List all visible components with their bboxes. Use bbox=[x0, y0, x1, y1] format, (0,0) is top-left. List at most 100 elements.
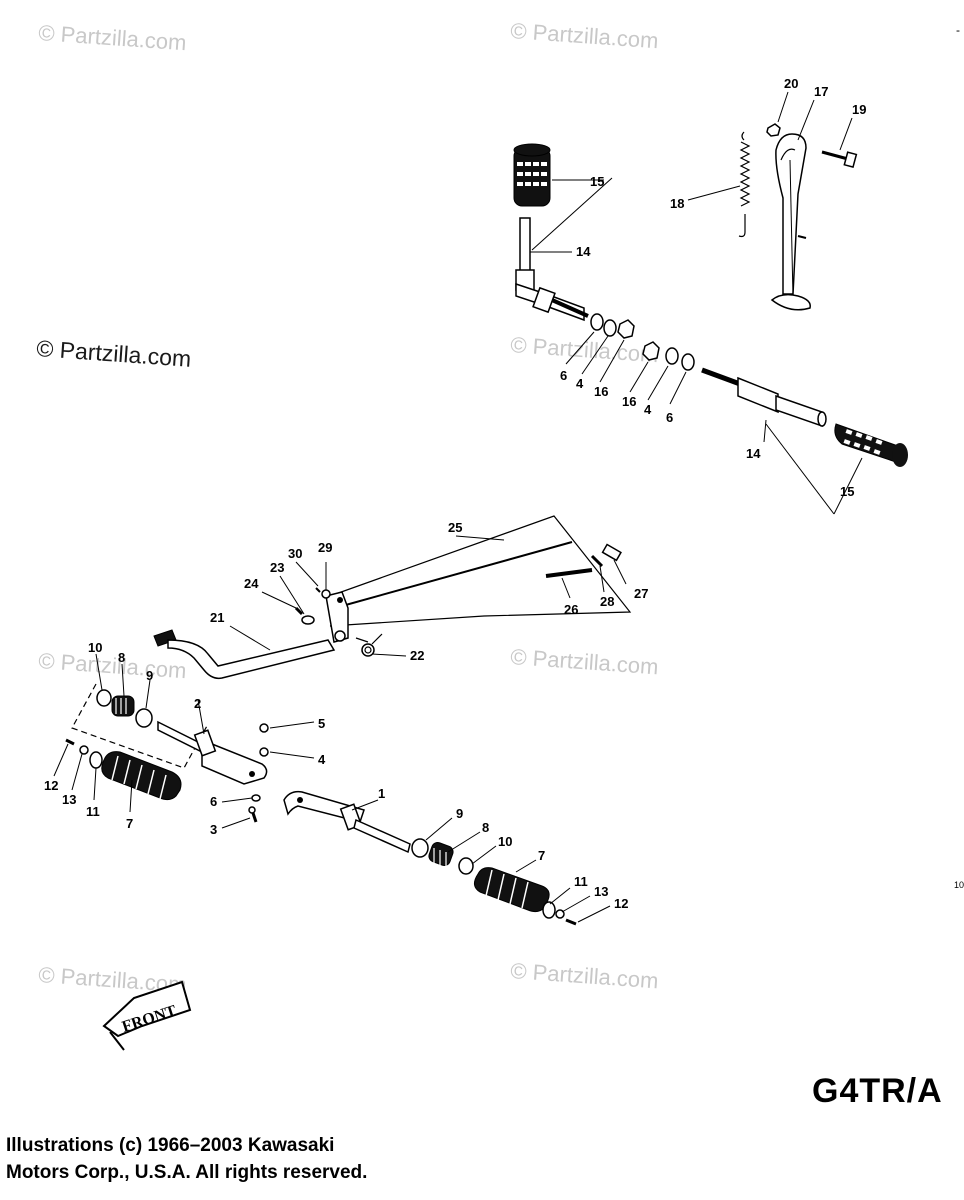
screw-12 bbox=[65, 738, 75, 746]
washer-4 bbox=[603, 319, 617, 337]
callout-6: 6 bbox=[210, 794, 217, 809]
watermark: © Partzilla.com bbox=[510, 644, 660, 679]
copyright-line-1: Illustrations (c) 1966–2003 Kawasaki bbox=[6, 1135, 335, 1156]
watermark: © Partzilla.com bbox=[510, 18, 660, 53]
footpeg-right-assembly bbox=[642, 341, 908, 467]
nut-5 bbox=[259, 723, 269, 733]
callout-15: 15 bbox=[840, 484, 854, 499]
callout-15: 15 bbox=[590, 174, 604, 189]
callout-7: 7 bbox=[126, 816, 133, 831]
callout-9: 9 bbox=[146, 668, 153, 683]
callout-6: 6 bbox=[560, 368, 567, 383]
washer-6 bbox=[681, 353, 695, 371]
washer-4 bbox=[665, 347, 679, 365]
group-outline-25 bbox=[329, 515, 632, 627]
footpeg-rubber-7 bbox=[101, 751, 182, 801]
callout-2: 2 bbox=[194, 696, 201, 711]
callout-28: 28 bbox=[600, 594, 614, 609]
callout-5: 5 bbox=[318, 716, 325, 731]
spring-8 bbox=[111, 695, 135, 717]
joint-27 bbox=[601, 543, 622, 562]
callout-18: 18 bbox=[670, 196, 684, 211]
copyright-notice: Illustrations (c) 1966–2003 Kawasaki Mot… bbox=[6, 1132, 367, 1186]
callout-11: 11 bbox=[574, 874, 588, 889]
brake-pedal-assembly bbox=[153, 515, 632, 680]
return-spring-22 bbox=[355, 633, 383, 657]
callout-25: 25 bbox=[448, 520, 462, 535]
watermark: © Partzilla.com bbox=[38, 20, 188, 55]
pin-30 bbox=[315, 587, 321, 593]
washer-6 bbox=[590, 313, 604, 331]
pin-24 bbox=[294, 606, 304, 616]
side-stand-group bbox=[738, 123, 858, 311]
screw-12 bbox=[565, 918, 577, 926]
model-code: G4TR/A bbox=[812, 1072, 943, 1110]
callout-9: 9 bbox=[456, 806, 463, 821]
callout-10: 10 bbox=[498, 834, 512, 849]
footpeg-rubber-7 bbox=[474, 867, 550, 913]
ring-10 bbox=[458, 857, 474, 875]
watermark: © Partzilla.com bbox=[510, 332, 660, 367]
footpeg-bar-1 bbox=[283, 790, 411, 854]
callout-16: 16 bbox=[594, 384, 608, 399]
footpeg-14-left bbox=[515, 217, 589, 322]
nut-16 bbox=[617, 319, 635, 339]
side-stand-17 bbox=[770, 133, 811, 311]
footpeg-bar-2 bbox=[157, 720, 268, 785]
footpeg-bar-left-assembly bbox=[65, 683, 269, 823]
spring-18 bbox=[738, 131, 751, 238]
callout-12: 12 bbox=[614, 896, 628, 911]
copyright-line-2: Motors Corp., U.S.A. All rights reserved… bbox=[6, 1162, 368, 1183]
callout-22: 22 bbox=[410, 648, 424, 663]
callout-24: 24 bbox=[244, 576, 259, 591]
washer-6 bbox=[251, 794, 261, 802]
callout-8: 8 bbox=[118, 650, 125, 665]
brake-pedal-21 bbox=[153, 591, 349, 680]
callout-4: 4 bbox=[318, 752, 326, 767]
washer-29 bbox=[321, 589, 331, 599]
washer-9 bbox=[135, 708, 153, 728]
callout-14: 14 bbox=[746, 446, 761, 461]
watermark: © Partzilla.com bbox=[36, 335, 192, 372]
callout-11: 11 bbox=[86, 804, 100, 819]
footpeg-rubber-15 bbox=[513, 143, 551, 207]
callout-13: 13 bbox=[62, 792, 76, 807]
washer-11 bbox=[542, 901, 556, 919]
watermark: © Partzilla.com bbox=[510, 958, 660, 993]
callout-13: 13 bbox=[594, 884, 608, 899]
footpeg-14-right bbox=[701, 367, 827, 428]
callout-8: 8 bbox=[482, 820, 489, 835]
edge-mark: 10 bbox=[954, 880, 964, 890]
callout-23: 23 bbox=[270, 560, 284, 575]
edge-mark: - bbox=[956, 23, 960, 37]
callout-20: 20 bbox=[784, 76, 798, 91]
spring-26 bbox=[545, 568, 593, 578]
callout-19: 19 bbox=[852, 102, 866, 117]
callout-7: 7 bbox=[538, 848, 545, 863]
callout-4: 4 bbox=[644, 402, 652, 417]
callout-labels: 20 17 19 15 18 14 6 4 16 16 4 6 14 15 25… bbox=[44, 76, 866, 911]
ring-10 bbox=[96, 689, 112, 707]
brake-rod-25 bbox=[341, 541, 573, 607]
callout-27: 27 bbox=[634, 586, 648, 601]
callout-12: 12 bbox=[44, 778, 58, 793]
watermark: © Partzilla.com bbox=[38, 648, 188, 683]
callout-14: 14 bbox=[576, 244, 591, 259]
callout-4: 4 bbox=[576, 376, 584, 391]
callout-29: 29 bbox=[318, 540, 332, 555]
bolt-19 bbox=[821, 150, 858, 168]
callout-10: 10 bbox=[88, 640, 102, 655]
callout-1: 1 bbox=[378, 786, 385, 801]
callout-3: 3 bbox=[210, 822, 217, 837]
washer-9 bbox=[411, 838, 429, 858]
callout-21: 21 bbox=[210, 610, 224, 625]
spring-8 bbox=[428, 842, 454, 868]
callout-6: 6 bbox=[666, 410, 673, 425]
washer-13 bbox=[79, 745, 89, 755]
washer-4 bbox=[259, 747, 269, 757]
washer-11 bbox=[89, 751, 103, 769]
callout-30: 30 bbox=[288, 546, 302, 561]
callout-17: 17 bbox=[814, 84, 828, 99]
leader-lines bbox=[53, 91, 863, 923]
